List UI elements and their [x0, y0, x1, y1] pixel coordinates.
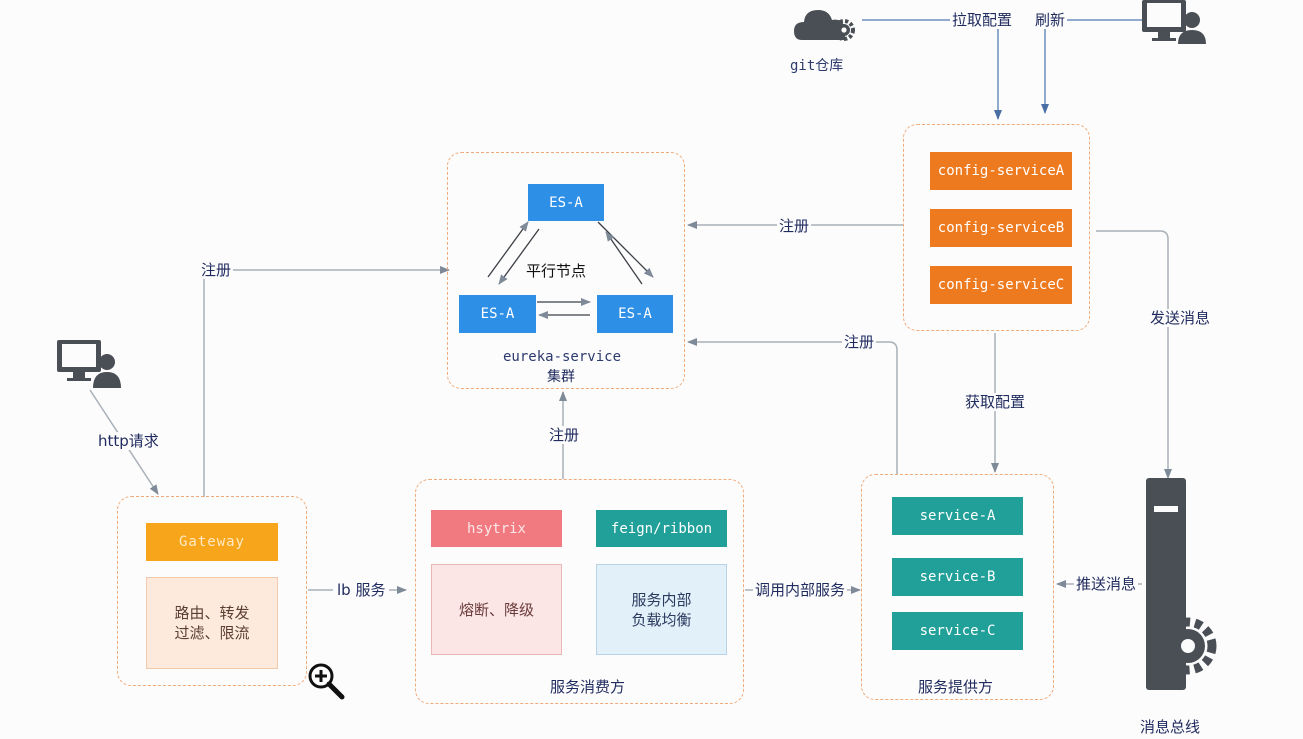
peer-node-label: 平行节点 [526, 262, 587, 280]
arrow-git-to-config [862, 19, 1002, 120]
client-computer-icon [57, 340, 121, 388]
gateway-group [117, 496, 307, 686]
eureka-cluster-group [447, 152, 685, 389]
eureka-node-left[interactable]: ES-A [459, 295, 536, 333]
label-push-message: 推送消息 [1074, 575, 1139, 593]
config-service-b[interactable]: config-serviceB [930, 209, 1072, 247]
config-service-group [903, 124, 1090, 331]
label-fetch-config: 获取配置 [963, 393, 1028, 411]
label-register-provider: 注册 [842, 333, 877, 351]
label-register-gateway: 注册 [199, 261, 234, 279]
hystrix-description: 熔断、降级 [431, 564, 562, 655]
label-pull-config: 拉取配置 [950, 11, 1015, 29]
consumer-caption: 服务消费方 [550, 678, 626, 696]
eureka-node-right[interactable]: ES-A [597, 295, 673, 333]
peer-sync-arrows [487, 221, 654, 319]
message-bus-server-icon [1146, 478, 1217, 690]
label-register-consumer: 注册 [547, 426, 582, 444]
git-repository-icon [794, 10, 855, 41]
message-bus-caption: 消息总线 [1140, 718, 1201, 736]
arrow-gateway-to-eureka [203, 266, 450, 497]
label-call-internal: 调用内部服务 [753, 581, 848, 599]
label-send-message: 发送消息 [1148, 309, 1213, 327]
service-a[interactable]: service-A [892, 497, 1023, 535]
admin-computer-icon [1142, 0, 1206, 44]
arrow-admin-to-config [1041, 19, 1142, 114]
gateway-functions: 路由、转发 过滤、限流 [146, 577, 278, 669]
config-service-c[interactable]: config-serviceC [930, 266, 1072, 304]
git-repository-label: git仓库 [790, 58, 844, 74]
label-http-request: http请求 [96, 432, 161, 450]
feign-description: 服务内部 负载均衡 [596, 564, 727, 655]
label-register-config: 注册 [777, 217, 812, 235]
hystrix-box[interactable]: hsytrix [431, 510, 562, 547]
zoom-in-icon[interactable] [306, 661, 346, 701]
service-c[interactable]: service-C [892, 612, 1023, 650]
config-service-a[interactable]: config-serviceA [930, 152, 1072, 190]
feign-ribbon-box[interactable]: feign/ribbon [596, 510, 727, 547]
eureka-service-name: eureka-service [503, 349, 622, 365]
arrow-provider-to-eureka [687, 338, 898, 474]
label-lb-service: lb 服务 [333, 581, 390, 599]
eureka-cluster-label: 集群 [547, 369, 575, 385]
label-refresh: 刷新 [1033, 11, 1068, 29]
arrow-config-to-bus [1096, 230, 1172, 479]
gateway-box[interactable]: Gateway [146, 523, 278, 561]
provider-group [861, 474, 1054, 700]
consumer-group [415, 479, 744, 704]
provider-caption: 服务提供方 [918, 678, 994, 696]
eureka-node-top[interactable]: ES-A [528, 184, 604, 221]
service-b[interactable]: service-B [892, 558, 1023, 596]
